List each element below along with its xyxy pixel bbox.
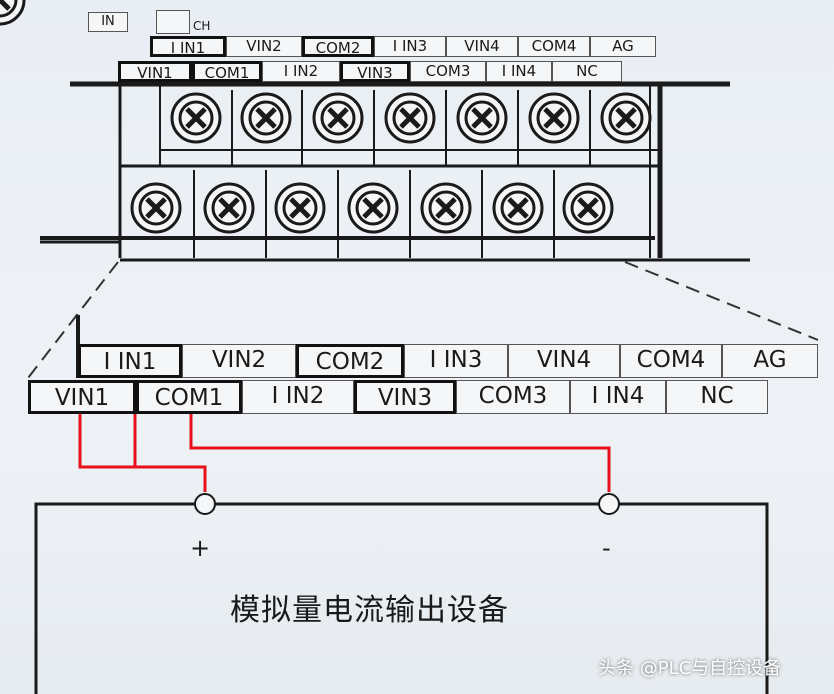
zoom-lower-label: I IN2 <box>242 380 354 414</box>
small-upper-label: VIN2 <box>226 36 302 57</box>
small-upper-label: AG <box>590 36 656 57</box>
small-lower-label: VIN1 <box>118 61 192 82</box>
device-title: 模拟量电流输出设备 <box>230 593 509 628</box>
small-upper-label: VIN4 <box>446 36 518 57</box>
zoom-guide-lines <box>27 261 819 379</box>
ch-box <box>156 10 190 34</box>
zoom-lower-label: VIN3 <box>354 380 456 414</box>
zoom-upper-label: COM4 <box>620 344 722 378</box>
small-lower-label: COM1 <box>192 61 262 82</box>
zoom-upper-label: VIN4 <box>508 344 620 378</box>
small-upper-label: COM2 <box>302 36 374 57</box>
zoom-upper-label: VIN2 <box>182 344 296 378</box>
zoom-upper-label: I IN3 <box>404 344 508 378</box>
small-lower-label: NC <box>552 61 622 82</box>
zoom-upper-label: COM2 <box>296 344 404 378</box>
minus-sign: - <box>602 534 611 562</box>
zoom-lower-label: COM1 <box>136 380 242 414</box>
zoom-lower-label: NC <box>666 380 768 414</box>
plus-sign: + <box>190 534 211 562</box>
zoom-upper-label: AG <box>722 344 818 378</box>
watermark: 头条 @PLC与自控设备 <box>598 658 782 679</box>
zoom-lower-label: COM3 <box>456 380 570 414</box>
small-upper-label: I IN3 <box>374 36 446 57</box>
in-tag: IN <box>88 12 128 32</box>
small-lower-label: VIN3 <box>340 61 410 82</box>
screw-icons <box>0 0 650 232</box>
ch-label: CH <box>193 19 211 33</box>
small-lower-label: I IN2 <box>262 61 340 82</box>
small-upper-label: I IN1 <box>150 36 226 57</box>
plus-terminal <box>194 493 216 515</box>
zoom-upper-label: I IN1 <box>78 344 182 378</box>
device-box <box>34 502 769 694</box>
minus-terminal <box>598 493 620 515</box>
terminal-block <box>40 81 750 262</box>
small-lower-label: I IN4 <box>486 61 552 82</box>
small-lower-label: COM3 <box>410 61 486 82</box>
zoom-lower-label: VIN1 <box>28 380 136 414</box>
small-upper-label: COM4 <box>518 36 590 57</box>
zoom-lower-label: I IN4 <box>570 380 666 414</box>
